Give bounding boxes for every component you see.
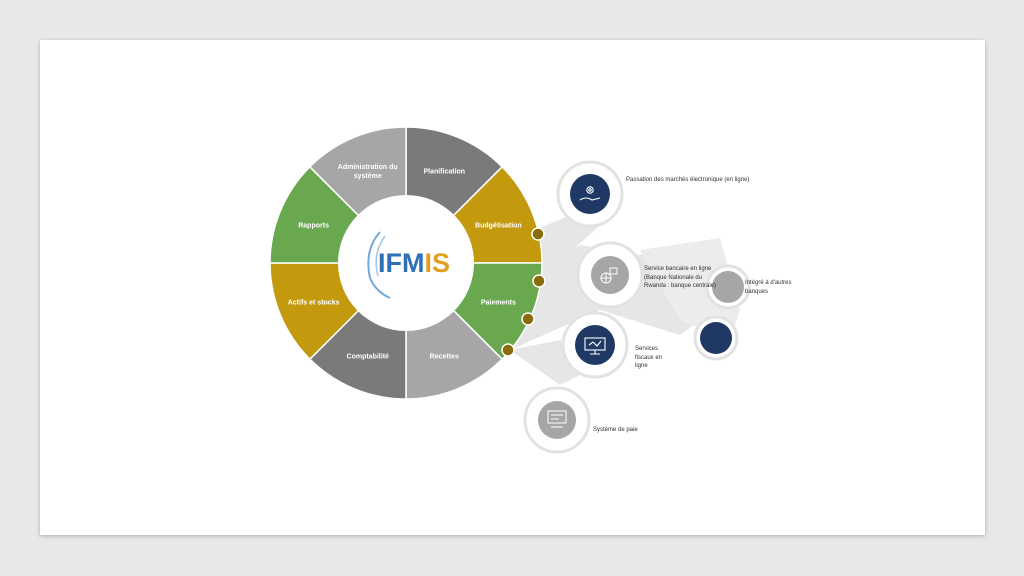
wheel-label-line: Rapports <box>298 223 329 230</box>
autres-banques-bottom[interactable] <box>693 315 739 361</box>
logo-swirl <box>367 231 391 299</box>
wheel-label-line: Administration du <box>338 164 398 171</box>
wheel-label-budgetisation: Budgétisation <box>475 223 522 230</box>
wheel-label-planification: Planification <box>423 169 465 176</box>
wheel-label-line: Actifs et stocks <box>288 299 340 306</box>
module-paie[interactable] <box>523 386 591 454</box>
label-bancaire: Service bancaire en ligne (Banque Nation… <box>644 266 717 290</box>
wheel-label-line: Planification <box>423 169 465 176</box>
wheel-label-line: système <box>354 173 382 180</box>
label-paie: Système de paie <box>593 427 638 433</box>
connector-dot <box>521 312 535 326</box>
connector-dot <box>531 227 545 241</box>
wheel-label-line: Comptabilité <box>347 353 389 360</box>
wheel-label-comptabilite: Comptabilité <box>347 353 389 360</box>
module-bancaire[interactable] <box>576 241 644 309</box>
wheel-label-line: Paiements <box>481 299 516 306</box>
label-passation: Passation des marchés électronique (en l… <box>626 177 750 183</box>
wheel-center <box>338 195 474 331</box>
wheel-label-rapports: Rapports <box>298 223 329 230</box>
logo-swirl <box>375 235 386 277</box>
wheel-label-administration: Administration du système <box>338 164 398 180</box>
wheel-label-paiements: Paiements <box>481 299 516 306</box>
label-autres-banques: Intégré à d'autres banques <box>745 280 792 295</box>
gear-hand-icon <box>579 186 601 201</box>
logo-text-part2: IS <box>425 248 451 278</box>
label-fiscaux: Services fiscaux en ligne <box>635 346 663 370</box>
monitor-icon <box>584 337 606 355</box>
autres-banques-top[interactable] <box>705 264 751 310</box>
module-passation[interactable] <box>556 160 624 228</box>
wheel-label-recettes: Recettes <box>430 353 459 360</box>
logo-text-part1: IFM <box>378 248 425 278</box>
bank-web-icon <box>600 267 618 284</box>
payslip-icon <box>547 410 567 428</box>
wheel-label-actifs: Actifs et stocks <box>288 299 340 306</box>
svg-text:IFMIS: IFMIS <box>378 248 450 278</box>
ifmis-logo: IFMIS <box>367 231 450 299</box>
connector-dot <box>532 274 546 288</box>
connector-dot <box>501 343 515 357</box>
wheel-label-line: Budgétisation <box>475 223 522 230</box>
module-fiscaux[interactable] <box>561 311 629 379</box>
ifmis-diagram: PlanificationBudgétisationPaiementsRecet… <box>269 126 751 454</box>
wheel-label-line: Recettes <box>430 353 459 360</box>
fan-right <box>640 238 740 340</box>
